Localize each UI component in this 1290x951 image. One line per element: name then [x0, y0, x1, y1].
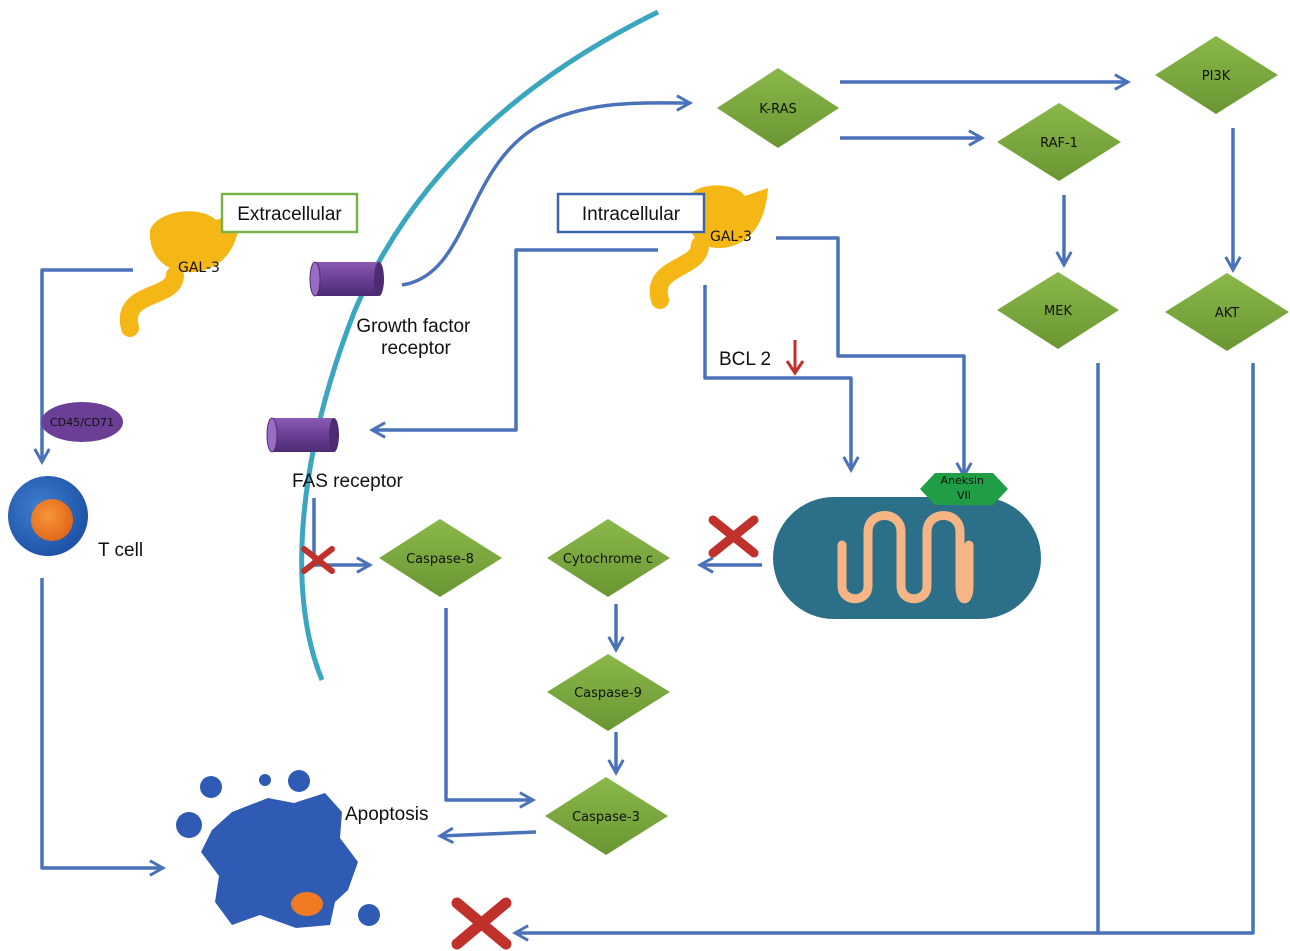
aneksin-vii-label: Aneksin VII: [941, 474, 988, 502]
arrow-gal3-to-aneksin: [776, 236, 964, 476]
intracellular-box: [556, 192, 706, 234]
apoptotic-body: [259, 774, 271, 786]
node-pi3k: PI3K: [1155, 36, 1278, 114]
node-cytochrome-c-label: Cytochrome c: [563, 552, 653, 567]
apoptotic-body: [288, 770, 310, 792]
apoptosis-label: Apoptosis: [345, 804, 428, 825]
mitochondria-block-x-icon: [708, 515, 759, 558]
node-raf1: RAF-1: [997, 103, 1121, 181]
growth-factor-receptor-label: Growth factor receptor: [356, 316, 475, 359]
gal3-intracellular-molecule: [649, 185, 768, 309]
arrow-caspase8-to-caspase3: [444, 608, 533, 800]
node-mek: MEK: [997, 272, 1119, 349]
arrow-tcell-to-apoptosis: [40, 578, 163, 868]
node-caspase8-label: Caspase-8: [406, 552, 474, 567]
arrow-gal3-to-fas-receptor: [372, 248, 658, 430]
fas-receptor-label: FAS receptor: [292, 471, 404, 492]
node-caspase9-label: Caspase-9: [574, 686, 642, 701]
cd45-cd71-label: CD45/CD71: [50, 416, 114, 429]
intracellular-label: Intracellular: [582, 204, 681, 225]
growth-factor-receptor: [309, 261, 384, 297]
node-caspase3-label: Caspase-3: [572, 810, 640, 825]
cell-membrane: [299, 9, 660, 681]
node-caspase9: Caspase-9: [547, 654, 670, 731]
node-akt: AKT: [1165, 273, 1289, 351]
apoptotic-body: [200, 776, 222, 798]
bcl2-decrease-arrow-icon: [785, 340, 805, 376]
t-cell-nucleus: [31, 499, 73, 541]
arrow-growth-receptor-to-kras: [401, 103, 690, 287]
extracellular-label: Extracellular: [237, 204, 342, 225]
node-raf1-label: RAF-1: [1040, 136, 1078, 151]
mitochondrion: [773, 497, 1041, 619]
survival-block-x-icon: [451, 897, 512, 950]
node-caspase8: Caspase-8: [379, 519, 502, 597]
gal3-extracellular-label: GAL-3: [178, 260, 220, 276]
arrow-caspase3-to-apoptosis: [440, 832, 537, 836]
cd45-cd71-receptor: [41, 402, 123, 442]
node-mek-label: MEK: [1044, 304, 1072, 319]
apoptotic-body: [358, 904, 380, 926]
extracellular-box: [220, 192, 359, 234]
gal3-intracellular-label: GAL-3: [710, 229, 752, 245]
apoptotic-cell: [176, 770, 380, 928]
aneksin-vii: [920, 473, 1008, 505]
gal3-extracellular-molecule: [119, 211, 240, 337]
fas-block-x-icon: [301, 546, 335, 574]
apoptotic-body: [176, 812, 202, 838]
node-kras: K-RAS: [717, 68, 839, 148]
node-akt-label: AKT: [1215, 306, 1239, 321]
bcl2-label: BCL 2: [719, 349, 771, 370]
arrow-gal3-to-tcell: [42, 268, 133, 462]
node-kras-label: K-RAS: [759, 102, 797, 117]
arrow-gal3-to-mitochondrion: [703, 285, 851, 470]
node-pi3k-label: PI3K: [1202, 69, 1231, 84]
arrow-akt-to-inhibition: [515, 363, 1255, 933]
fas-receptor: [266, 417, 339, 453]
node-cytochrome-c: Cytochrome c: [547, 519, 670, 597]
apoptotic-nucleus: [291, 892, 323, 916]
node-caspase3: Caspase-3: [545, 777, 668, 855]
t-cell-label: T cell: [98, 540, 143, 561]
